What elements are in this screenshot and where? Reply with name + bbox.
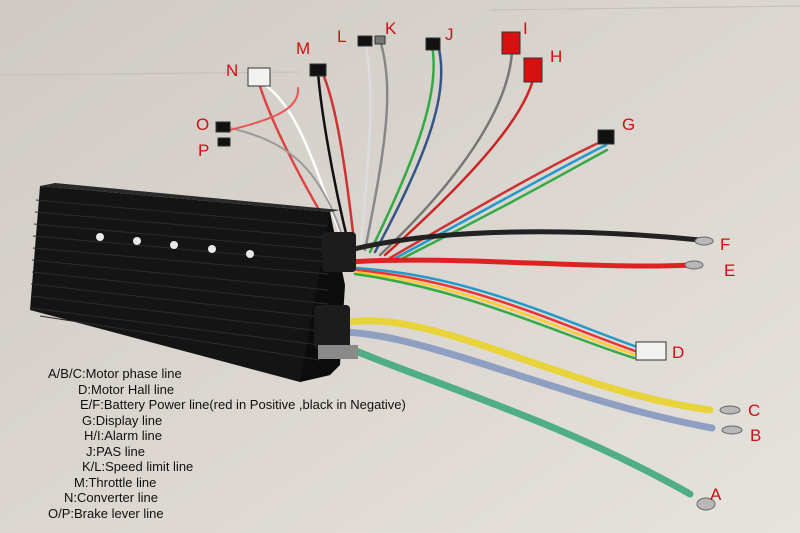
label-i: I	[523, 19, 528, 38]
legend-line: N:Converter line	[64, 490, 158, 505]
label-p: P	[198, 141, 210, 160]
phase-wires	[326, 317, 716, 498]
legend-line: J:PAS line	[86, 443, 146, 459]
label-c: C	[748, 401, 761, 420]
label-b: B	[750, 426, 762, 445]
legend-line: D:Motor Hall line	[78, 381, 175, 397]
label-k: K	[385, 19, 397, 38]
label-g: G	[622, 115, 636, 134]
legend-line: O/P:Brake lever line	[48, 505, 164, 521]
wire-legend: A/B/C:Motor phase line D:Motor Hall line…	[44, 366, 406, 521]
label-j: J	[445, 25, 454, 44]
connectors	[215, 31, 667, 361]
label-e: E	[724, 261, 736, 280]
legend-line: A/B/C:Motor phase line	[48, 366, 182, 381]
label-l: L	[337, 27, 347, 46]
legend-line: H/I:Alarm line	[84, 428, 163, 443]
legend-line: K/L:Speed limit line	[82, 459, 194, 474]
right-wires	[347, 229, 703, 360]
legend-line: M:Throttle line	[74, 474, 157, 490]
label-d: D	[672, 343, 685, 362]
label-m: M	[296, 39, 311, 58]
terminals	[684, 236, 743, 511]
legend-line: E/F:Battery Power line(red in Positive ,…	[80, 397, 406, 412]
label-a: A	[710, 485, 722, 504]
label-f: F	[720, 235, 731, 254]
legend-line: G:Display line	[82, 412, 163, 428]
label-o: O	[196, 115, 210, 134]
label-n: N	[226, 61, 239, 80]
label-h: H	[550, 47, 563, 66]
controller-body	[29, 183, 358, 382]
